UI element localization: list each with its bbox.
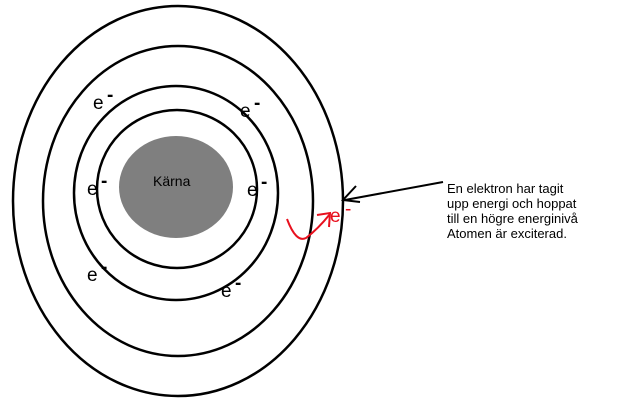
jump-arrowhead	[316, 211, 332, 228]
pointer-arrow-line	[344, 181, 444, 201]
nucleus-label: Kärna	[153, 173, 191, 189]
electron-charge: -	[107, 85, 113, 106]
electron-charge: -	[254, 93, 260, 114]
electron-charge: -	[101, 171, 107, 192]
electron-symbol: e	[93, 93, 104, 114]
excited-electron-charge: -	[345, 199, 351, 220]
annotation-line-4: Atomen är exciterad.	[447, 226, 567, 241]
pointer-arrowhead	[340, 185, 361, 203]
orbit-1	[95, 108, 259, 270]
electron-3: e -	[87, 171, 107, 200]
electron-symbol: e	[87, 179, 98, 200]
electron-5: e -	[87, 257, 107, 286]
electron-1: e -	[93, 85, 113, 114]
annotation-text: En elektron har tagit upp energi och hop…	[447, 181, 615, 241]
electron-2: e -	[240, 93, 260, 122]
electron-charge: -	[261, 172, 267, 193]
electron-6: e -	[221, 273, 241, 302]
orbit-3	[41, 44, 315, 358]
annotation-line-1: En elektron har tagit	[447, 181, 564, 196]
electron-symbol: e	[240, 101, 251, 122]
electron-symbol: e	[87, 265, 98, 286]
excited-electron: e -	[330, 199, 351, 227]
electron-4: e -	[247, 172, 267, 201]
nucleus	[119, 136, 233, 238]
jump-arrow	[286, 213, 331, 240]
annotation-line-3: till en högre energinivå	[447, 211, 578, 226]
annotation-line-2: upp energi och hoppat	[447, 196, 577, 211]
orbit-2	[72, 84, 280, 302]
electron-charge: -	[235, 273, 241, 294]
electron-charge: -	[101, 257, 107, 278]
electron-symbol: e	[221, 281, 232, 302]
electron-symbol: e	[247, 180, 258, 201]
excited-electron-symbol: e	[330, 206, 341, 227]
